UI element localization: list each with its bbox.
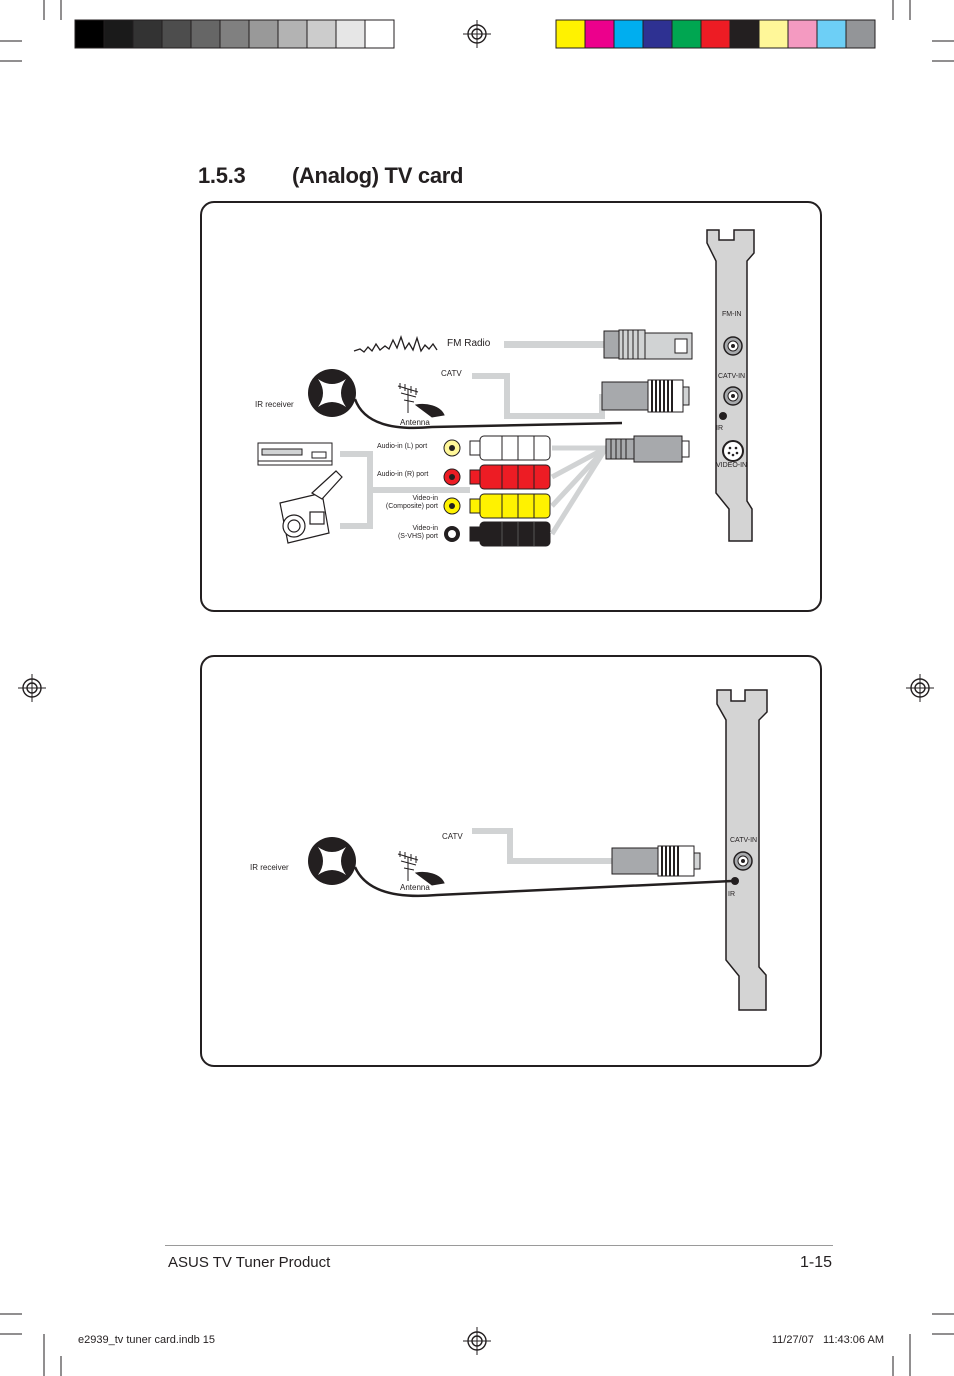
antenna-illustration (397, 851, 445, 886)
video-in-svhs-line1: Video-in (412, 525, 438, 532)
ir-label: IR (728, 891, 735, 898)
rca-plug-group (469, 435, 551, 547)
audio-r-jack (443, 468, 461, 486)
ir-receiver-illustration (308, 837, 733, 898)
fm-cable (504, 341, 604, 348)
footer-page-number: 1-15 (799, 1254, 832, 1271)
antenna-label: Antenna (400, 418, 430, 427)
catv-plug (611, 845, 701, 877)
catv-in-label: CATV-IN (730, 837, 758, 844)
footer-product: ASUS TV Tuner Product (168, 1254, 331, 1271)
ir-receiver-illustration (308, 369, 623, 430)
audio-r-plug (469, 464, 551, 490)
registration-mark-bottom (463, 1327, 491, 1355)
color-swatch (845, 19, 876, 49)
color-calibration-bar (555, 19, 876, 49)
av-bracket-line (340, 451, 373, 529)
registration-mark-top (463, 20, 491, 48)
ir-jack (731, 877, 739, 885)
video-in-composite-label: Video-in (Composite) port (362, 495, 438, 511)
crop-mark-bottom-left (0, 1313, 62, 1376)
color-swatch (671, 19, 702, 49)
catv-in-jack (733, 851, 753, 871)
gray-swatch (248, 19, 279, 49)
gray-calibration-bar (74, 19, 395, 49)
gray-swatch (306, 19, 337, 49)
audio-l-jack (443, 439, 461, 457)
connection-diagram-basic: CATV IR receiver Antenna CATV-IN IR (200, 655, 822, 1067)
registration-mark-left (18, 674, 46, 702)
color-swatch (555, 19, 586, 49)
color-swatch (642, 19, 673, 49)
fm-plug (603, 329, 693, 360)
pci-bracket (716, 689, 768, 1011)
gray-swatch (335, 19, 366, 49)
catv-label: CATV (441, 369, 462, 378)
diagram-2-illustration (308, 689, 768, 1011)
catv-cable (472, 373, 605, 419)
composite-plug (469, 493, 551, 519)
slug-file: e2939_tv tuner card.indb 15 (78, 1334, 215, 1346)
catv-in-label: CATV-IN (718, 373, 746, 380)
catv-label: CATV (442, 832, 463, 841)
catv-plug (601, 379, 690, 413)
gray-swatch (190, 19, 221, 49)
section-heading: 1.5.3 (Analog) TV card (198, 163, 463, 189)
footer-rule (165, 1245, 833, 1246)
video-in-jack (722, 440, 744, 462)
pci-bracket (706, 229, 755, 542)
ir-label: IR (716, 425, 723, 432)
composite-jack (443, 497, 461, 515)
crop-mark-bottom-right (892, 1313, 954, 1376)
vcr-illustration (257, 442, 333, 466)
registration-mark-right (906, 674, 934, 702)
crop-mark-top-left (0, 0, 62, 62)
color-swatch (787, 19, 818, 49)
fm-in-label: FM-IN (722, 311, 742, 318)
ir-receiver-label: IR receiver (255, 400, 294, 409)
audio-in-r-label: Audio-in (R) port (377, 471, 429, 478)
fm-radio-wave (353, 335, 438, 353)
color-swatch (816, 19, 847, 49)
svhs-plug (469, 521, 551, 547)
color-swatch (700, 19, 731, 49)
connection-diagram-full: FM Radio CATV IR receiver Antenna Audio-… (200, 201, 822, 612)
gray-swatch (103, 19, 134, 49)
catv-cable (472, 828, 612, 864)
breakout-cable (549, 445, 609, 536)
camcorder-illustration (279, 470, 343, 544)
antenna-label: Antenna (400, 883, 430, 892)
color-swatch (584, 19, 615, 49)
video-in-composite-line2: (Composite) port (385, 503, 438, 511)
gray-swatch (219, 19, 250, 49)
fm-radio-label: FM Radio (447, 338, 491, 349)
video-in-svhs-label: Video-in (S-VHS) port (362, 525, 438, 541)
diagram-1-illustration (257, 229, 755, 547)
video-in-composite-line1: Video-in (412, 495, 438, 502)
gray-swatch (161, 19, 192, 49)
antenna-illustration (397, 383, 445, 418)
video-in-svhs-line2: (S-VHS) port (397, 533, 438, 541)
gray-swatch (277, 19, 308, 49)
ir-receiver-label: IR receiver (250, 863, 289, 872)
svhs-jack (444, 526, 460, 542)
crop-mark-top-right (892, 0, 954, 62)
video-in-label: VIDEO-IN (716, 462, 748, 469)
section-title: (Analog) TV card (291, 163, 464, 188)
color-swatch (729, 19, 760, 49)
video-in-plug (605, 435, 690, 463)
slug-timestamp: 11/27/07 11:43:06 AM (771, 1334, 884, 1346)
catv-in-jack (723, 386, 743, 406)
audio-in-l-label: Audio-in (L) port (377, 443, 428, 450)
ir-jack (719, 412, 727, 420)
audio-l-plug (469, 435, 551, 461)
color-swatch (758, 19, 789, 49)
color-swatch (613, 19, 644, 49)
gray-swatch (74, 19, 105, 49)
fm-in-jack (723, 336, 743, 356)
gray-swatch (364, 19, 395, 49)
gray-swatch (132, 19, 163, 49)
section-number: 1.5.3 (198, 163, 246, 188)
